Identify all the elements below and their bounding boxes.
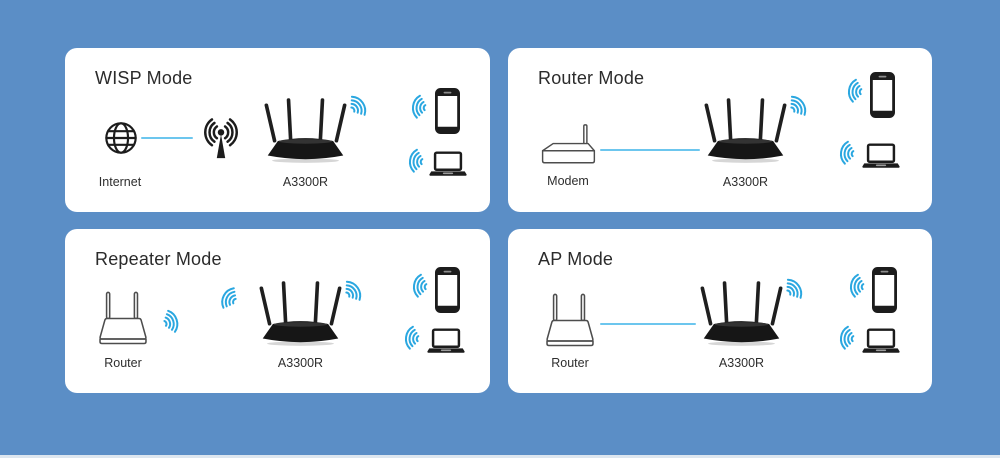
laptop-wifi-icon xyxy=(836,139,860,168)
a3300r-label: A3300R xyxy=(718,356,765,370)
bottom-edge-strip xyxy=(0,455,1000,458)
laptop-icon xyxy=(429,151,467,177)
a3300r-label: A3300R xyxy=(722,175,769,189)
smartphone-icon xyxy=(434,87,461,135)
laptop-icon xyxy=(427,328,465,354)
a3300r-router-image xyxy=(694,279,789,348)
phone-wifi-icon xyxy=(844,77,868,106)
connection-line xyxy=(600,149,700,152)
source-device-label: Modem xyxy=(547,174,589,188)
wifi-signal-icon xyxy=(780,90,812,123)
wisp-broadcast-antenna-icon xyxy=(197,118,245,160)
source-router-icon xyxy=(542,291,598,351)
laptop-icon xyxy=(862,328,900,354)
modem-icon xyxy=(536,122,600,168)
panel-title: Router Mode xyxy=(538,68,645,88)
laptop-icon xyxy=(862,143,900,169)
source-device-label: Router xyxy=(551,356,589,370)
router-uplink-wifi-icon xyxy=(155,306,183,337)
source-device-label: Router xyxy=(104,356,142,370)
laptop-wifi-icon xyxy=(836,324,860,353)
smartphone-icon xyxy=(871,266,898,314)
source-router-icon xyxy=(95,289,151,349)
connection-line xyxy=(600,323,696,326)
a3300r-router-image xyxy=(698,96,793,165)
phone-wifi-icon xyxy=(846,272,870,301)
a3300r-label: A3300R xyxy=(277,356,324,370)
wisp-mode-panel: WISP Mode Internet xyxy=(65,48,490,212)
laptop-wifi-icon xyxy=(401,324,425,353)
connection-line xyxy=(141,137,193,140)
panel-title: AP Mode xyxy=(538,249,614,269)
a3300r-label: A3300R xyxy=(282,175,329,189)
laptop-wifi-icon xyxy=(405,147,429,176)
smartphone-icon xyxy=(434,266,461,314)
wifi-signal-icon xyxy=(340,90,372,123)
phone-wifi-icon xyxy=(408,93,432,122)
a3300r-router-image xyxy=(253,279,348,348)
a3300r-router-image xyxy=(258,96,353,165)
repeater-receive-wifi-icon xyxy=(215,283,246,316)
wifi-signal-icon xyxy=(776,273,808,306)
router-mode-panel: Router Mode Modem A3 xyxy=(508,48,932,212)
source-device-label: Internet xyxy=(98,175,142,189)
ap-mode-panel: AP Mode Router xyxy=(508,229,932,393)
smartphone-icon xyxy=(869,71,896,119)
panel-title: Repeater Mode xyxy=(95,249,222,269)
internet-globe-icon xyxy=(103,120,139,156)
wifi-signal-icon xyxy=(335,275,367,308)
repeater-mode-panel: Repeater Mode Router xyxy=(65,229,490,393)
phone-wifi-icon xyxy=(409,272,433,301)
panel-title: WISP Mode xyxy=(95,68,193,88)
